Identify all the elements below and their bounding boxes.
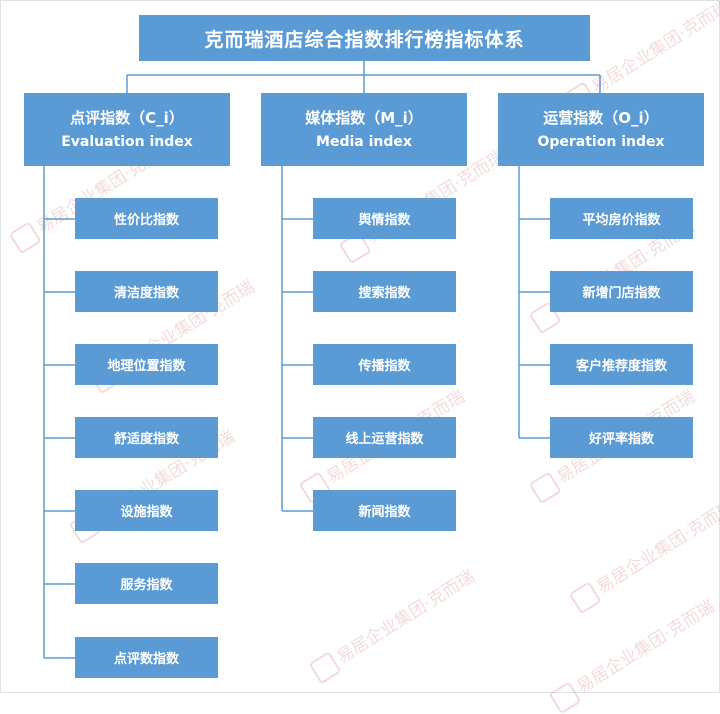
- category-media: 媒体指数（M_i） Media index: [261, 93, 467, 166]
- title-text: 克而瑞酒店综合指数排行榜指标体系: [204, 28, 525, 51]
- index-item: 好评率指数: [550, 417, 693, 458]
- category-operation: 运营指数（O_i） Operation index: [498, 93, 704, 166]
- index-item: 客户推荐度指数: [550, 344, 693, 385]
- index-item: 舒适度指数: [75, 417, 218, 458]
- index-label: 客户推荐度指数: [575, 359, 667, 374]
- category-cn-label: 点评指数（C_i）: [70, 108, 184, 127]
- category-evaluation: 点评指数（C_i） Evaluation index: [24, 93, 230, 166]
- category-en-label: Evaluation index: [61, 133, 193, 150]
- index-item: 新增门店指数: [550, 271, 693, 312]
- index-item: 新闻指数: [313, 490, 456, 531]
- diagram-title: 克而瑞酒店综合指数排行榜指标体系: [139, 15, 590, 61]
- index-label: 点评数指数: [113, 652, 179, 667]
- category-en-label: Operation index: [537, 133, 665, 150]
- index-label: 舆情指数: [358, 213, 411, 228]
- index-item: 地理位置指数: [75, 344, 218, 385]
- category-cn-label: 媒体指数（M_i）: [305, 108, 423, 127]
- category-cn-label: 运营指数（O_i）: [543, 108, 659, 127]
- index-label: 清洁度指数: [113, 286, 179, 301]
- index-label: 新增门店指数: [582, 286, 661, 301]
- index-label: 设施指数: [120, 505, 173, 520]
- index-label: 服务指数: [120, 578, 173, 593]
- connector-lines: [43, 61, 601, 659]
- category-en-label: Media index: [316, 133, 412, 150]
- index-label: 平均房价指数: [582, 213, 661, 228]
- index-label: 地理位置指数: [107, 359, 186, 374]
- index-label: 性价比指数: [113, 213, 179, 228]
- index-item: 性价比指数: [75, 198, 218, 239]
- index-item: 线上运营指数: [313, 417, 456, 458]
- index-item: 平均房价指数: [550, 198, 693, 239]
- index-item: 舆情指数: [313, 198, 456, 239]
- index-label: 舒适度指数: [113, 432, 179, 447]
- index-item: 点评数指数: [75, 637, 218, 678]
- index-item: 传播指数: [313, 344, 456, 385]
- index-label: 搜索指数: [358, 286, 411, 301]
- index-label: 新闻指数: [358, 505, 411, 520]
- index-item: 搜索指数: [313, 271, 456, 312]
- index-label: 线上运营指数: [345, 432, 424, 447]
- index-item: 清洁度指数: [75, 271, 218, 312]
- index-label: 传播指数: [358, 359, 411, 374]
- index-label: 好评率指数: [588, 432, 654, 447]
- index-item: 设施指数: [75, 490, 218, 531]
- index-item: 服务指数: [75, 563, 218, 604]
